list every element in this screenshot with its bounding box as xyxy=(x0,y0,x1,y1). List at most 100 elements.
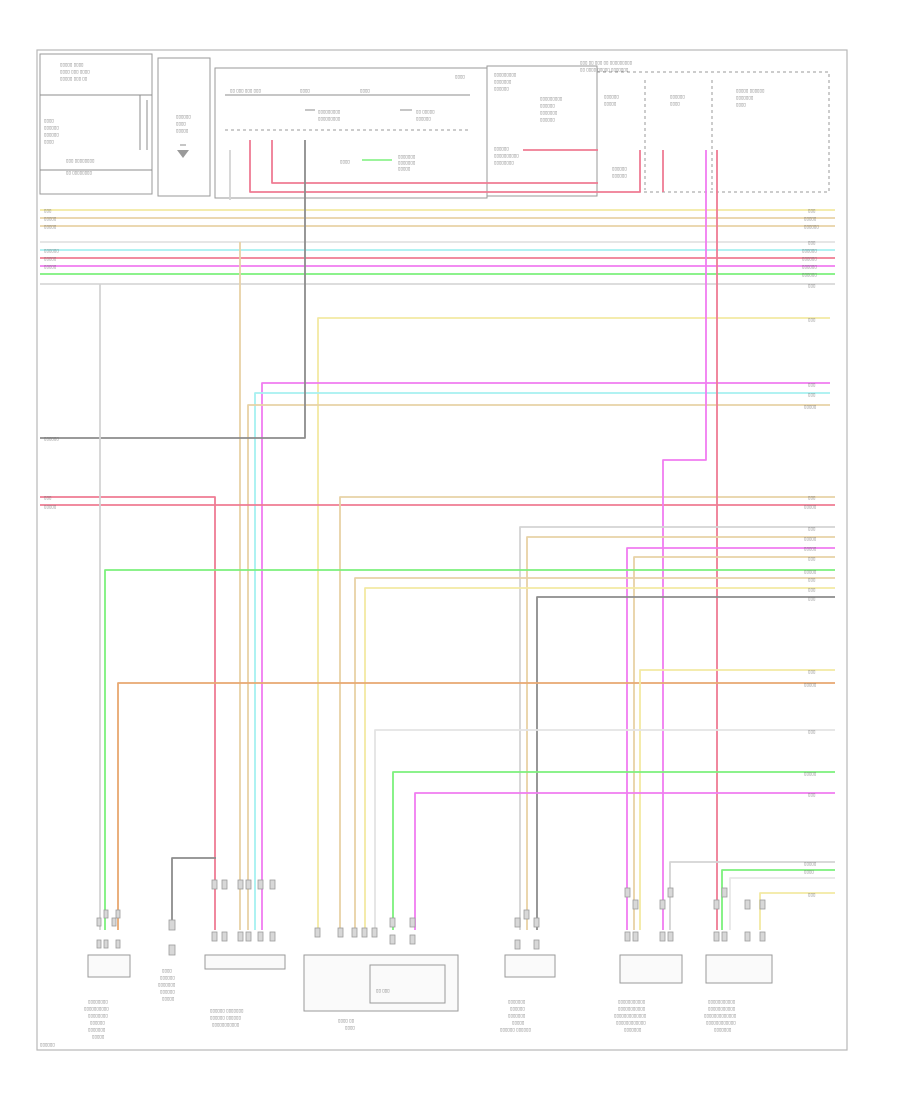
svg-text:▯▯▯▯▯▯▯▯▯▯▯▯: ▯▯▯▯▯▯▯▯▯▯▯▯ xyxy=(706,1020,736,1025)
svg-text:▯▯▯▯▯▯▯▯▯▯▯: ▯▯▯▯▯▯▯▯▯▯▯ xyxy=(618,999,646,1004)
svg-text:▯▯▯▯▯▯▯▯▯▯▯▯▯: ▯▯▯▯▯▯▯▯▯▯▯▯▯ xyxy=(614,1013,647,1018)
relay-box xyxy=(157,57,211,197)
svg-text:▯▯▯▯▯ ▯▯▯ ▯▯: ▯▯▯▯▯ ▯▯▯ ▯▯ xyxy=(60,76,88,81)
svg-text:▯▯▯▯: ▯▯▯▯ xyxy=(455,74,465,79)
svg-text:▯▯▯▯▯▯: ▯▯▯▯▯▯ xyxy=(494,86,509,91)
svg-text:▯▯▯▯▯▯ ▯▯▯▯▯▯▯: ▯▯▯▯▯▯ ▯▯▯▯▯▯▯ xyxy=(210,1008,244,1013)
svg-text:▯▯▯▯: ▯▯▯▯ xyxy=(804,869,814,874)
ground-point-component: ▯▯▯▯ ▯▯▯▯▯▯ ▯▯▯▯▯▯▯ ▯▯▯▯▯▯ ▯▯▯▯▯ xyxy=(158,919,176,1001)
svg-text:▯▯▯▯▯: ▯▯▯▯▯ xyxy=(44,504,57,509)
svg-text:▯▯ ▯▯▯▯▯▯▯▯: ▯▯ ▯▯▯▯▯▯▯▯ xyxy=(66,170,93,175)
svg-text:▯▯▯▯▯▯▯▯▯▯▯: ▯▯▯▯▯▯▯▯▯▯▯ xyxy=(618,1006,646,1011)
svg-text:▯▯▯▯▯: ▯▯▯▯▯ xyxy=(162,996,175,1001)
svg-text:▯▯▯▯▯▯: ▯▯▯▯▯▯ xyxy=(802,264,817,269)
svg-text:▯▯▯▯▯▯: ▯▯▯▯▯▯ xyxy=(670,94,685,99)
svg-text:▯▯▯▯▯: ▯▯▯▯▯ xyxy=(92,1034,105,1039)
svg-text:▯▯▯: ▯▯▯ xyxy=(44,495,52,500)
svg-text:▯▯▯▯▯▯▯: ▯▯▯▯▯▯▯ xyxy=(158,982,176,987)
svg-text:▯▯▯: ▯▯▯ xyxy=(808,792,816,797)
svg-text:▯▯▯▯▯▯: ▯▯▯▯▯▯ xyxy=(176,114,191,119)
svg-text:▯▯▯▯▯▯▯: ▯▯▯▯▯▯▯ xyxy=(494,79,512,84)
svg-text:▯▯▯▯▯▯: ▯▯▯▯▯▯ xyxy=(44,436,59,441)
svg-text:▯▯▯▯▯▯ ▯▯▯▯▯▯: ▯▯▯▯▯▯ ▯▯▯▯▯▯ xyxy=(210,1015,241,1020)
svg-text:▯▯▯▯▯▯: ▯▯▯▯▯▯ xyxy=(40,1042,55,1047)
svg-text:▯▯ ▯▯▯ ▯▯▯ ▯▯▯: ▯▯ ▯▯▯ ▯▯▯ ▯▯▯ xyxy=(230,88,262,93)
svg-text:▯▯▯: ▯▯▯ xyxy=(808,556,816,561)
svg-text:▯▯▯▯▯▯▯▯▯▯▯▯: ▯▯▯▯▯▯▯▯▯▯▯▯ xyxy=(616,1020,646,1025)
svg-text:▯▯▯▯▯▯▯▯▯▯▯: ▯▯▯▯▯▯▯▯▯▯▯ xyxy=(212,1022,240,1027)
svg-text:▯▯▯▯▯: ▯▯▯▯▯ xyxy=(44,216,57,221)
fuse-block-box xyxy=(39,53,153,195)
svg-text:▯▯▯▯▯▯▯: ▯▯▯▯▯▯▯ xyxy=(508,999,526,1004)
svg-text:▯▯▯▯▯▯▯▯▯▯▯: ▯▯▯▯▯▯▯▯▯▯▯ xyxy=(708,999,736,1004)
svg-text:▯▯▯: ▯▯▯ xyxy=(808,240,816,245)
svg-text:▯▯▯: ▯▯▯ xyxy=(808,495,816,500)
svg-text:▯▯▯▯▯: ▯▯▯▯▯ xyxy=(44,224,57,229)
svg-text:▯▯▯▯▯: ▯▯▯▯▯ xyxy=(176,128,189,133)
svg-text:▯▯▯▯▯: ▯▯▯▯▯ xyxy=(398,166,411,171)
wire-bus xyxy=(40,209,835,285)
svg-text:▯▯▯▯▯▯▯: ▯▯▯▯▯▯▯ xyxy=(714,1027,732,1032)
svg-text:▯▯▯▯: ▯▯▯▯ xyxy=(44,139,54,144)
svg-text:▯▯▯ ▯▯ ▯▯▯ ▯▯ ▯▯▯▯▯▯▯▯▯: ▯▯▯ ▯▯ ▯▯▯ ▯▯ ▯▯▯▯▯▯▯▯▯ xyxy=(580,60,633,65)
svg-text:▯▯▯: ▯▯▯ xyxy=(808,587,816,592)
svg-text:▯▯▯: ▯▯▯ xyxy=(44,208,52,213)
svg-text:▯▯▯▯▯▯▯▯: ▯▯▯▯▯▯▯▯ xyxy=(88,999,108,1004)
svg-text:▯▯▯▯▯▯▯: ▯▯▯▯▯▯▯ xyxy=(624,1027,642,1032)
svg-text:▯▯▯▯▯▯: ▯▯▯▯▯▯ xyxy=(802,272,817,277)
sensor-connector: ▯▯▯▯▯▯▯ ▯▯▯▯▯▯ ▯▯▯▯▯▯▯ ▯▯▯▯▯ ▯▯▯▯▯▯ ▯▯▯▯… xyxy=(500,909,556,1032)
svg-text:▯▯▯▯▯▯▯▯: ▯▯▯▯▯▯▯▯ xyxy=(88,1013,108,1018)
svg-text:▯▯▯▯▯▯: ▯▯▯▯▯▯ xyxy=(44,248,59,253)
svg-text:▯▯▯▯▯▯▯▯▯: ▯▯▯▯▯▯▯▯▯ xyxy=(318,116,341,121)
svg-text:▯▯▯▯▯▯: ▯▯▯▯▯▯ xyxy=(160,975,175,980)
routed-wires xyxy=(40,140,835,930)
svg-text:▯▯ ▯▯▯▯ ▯▯▯▯▯ ▯▯▯▯▯▯▯: ▯▯ ▯▯▯▯ ▯▯▯▯▯ ▯▯▯▯▯▯▯ xyxy=(580,67,629,72)
svg-text:▯▯▯▯▯: ▯▯▯▯▯ xyxy=(44,256,57,261)
svg-text:▯▯▯▯▯: ▯▯▯▯▯ xyxy=(804,569,817,574)
svg-text:▯▯▯▯▯▯▯▯▯▯▯▯▯: ▯▯▯▯▯▯▯▯▯▯▯▯▯ xyxy=(704,1013,737,1018)
svg-text:▯▯▯▯▯▯▯: ▯▯▯▯▯▯▯ xyxy=(540,110,558,115)
bottom-left-component-connector: ▯▯▯▯▯▯▯▯ ▯▯▯▯▯▯▯▯▯▯ ▯▯▯▯▯▯▯▯ ▯▯▯▯▯▯ ▯▯▯▯… xyxy=(84,909,131,1039)
svg-text:▯▯▯▯▯▯▯▯▯: ▯▯▯▯▯▯▯▯▯ xyxy=(540,96,563,101)
diagram-frame xyxy=(36,49,848,1051)
svg-text:▯▯▯▯: ▯▯▯▯ xyxy=(340,159,350,164)
svg-text:▯▯▯▯▯▯: ▯▯▯▯▯▯ xyxy=(510,1006,525,1011)
svg-text:▯▯▯▯▯▯: ▯▯▯▯▯▯ xyxy=(804,224,819,229)
svg-text:▯▯▯▯▯▯: ▯▯▯▯▯▯ xyxy=(802,248,817,253)
bottom-connectors: ▯▯▯▯▯▯▯▯ ▯▯▯▯▯▯▯▯▯▯ ▯▯▯▯▯▯▯▯ ▯▯▯▯▯▯ ▯▯▯▯… xyxy=(40,879,773,1047)
svg-text:▯▯▯▯▯: ▯▯▯▯▯ xyxy=(804,216,817,221)
svg-text:▯▯▯: ▯▯▯ xyxy=(808,208,816,213)
svg-text:▯▯▯▯▯▯▯▯▯▯▯: ▯▯▯▯▯▯▯▯▯▯▯ xyxy=(708,1006,736,1011)
svg-text:▯▯▯: ▯▯▯ xyxy=(808,382,816,387)
svg-text:▯▯▯▯▯: ▯▯▯▯▯ xyxy=(804,682,817,687)
svg-text:▯▯▯▯: ▯▯▯▯ xyxy=(345,1025,355,1030)
svg-text:▯▯▯: ▯▯▯ xyxy=(808,577,816,582)
svg-text:▯▯▯▯: ▯▯▯▯ xyxy=(300,88,310,93)
svg-text:▯▯▯▯▯: ▯▯▯▯▯ xyxy=(804,536,817,541)
svg-text:▯▯▯: ▯▯▯ xyxy=(808,669,816,674)
svg-text:▯▯▯▯: ▯▯▯▯ xyxy=(44,118,54,123)
svg-text:▯▯▯▯▯▯: ▯▯▯▯▯▯ xyxy=(612,173,627,178)
svg-text:▯▯ ▯▯▯: ▯▯ ▯▯▯ xyxy=(376,988,390,993)
svg-text:▯▯▯▯▯: ▯▯▯▯▯ xyxy=(604,101,617,106)
svg-text:▯▯▯▯▯▯: ▯▯▯▯▯▯ xyxy=(90,1020,105,1025)
svg-text:▯▯▯▯▯▯: ▯▯▯▯▯▯ xyxy=(540,117,555,122)
svg-text:▯▯▯▯▯ ▯▯▯▯▯▯: ▯▯▯▯▯ ▯▯▯▯▯▯ xyxy=(736,88,765,93)
right-module-connector-a: ▯▯▯▯▯▯▯▯▯▯▯ ▯▯▯▯▯▯▯▯▯▯▯ ▯▯▯▯▯▯▯▯▯▯▯▯▯ ▯▯… xyxy=(614,887,683,1032)
svg-text:▯▯▯▯▯▯▯: ▯▯▯▯▯▯▯ xyxy=(398,154,416,159)
svg-text:▯▯▯▯▯▯: ▯▯▯▯▯▯ xyxy=(44,132,59,137)
svg-text:▯▯▯▯: ▯▯▯▯ xyxy=(162,968,172,973)
large-module-connector: ▯▯ ▯▯▯ ▯▯▯▯ ▯▯ ▯▯▯▯ xyxy=(303,917,459,1030)
svg-text:▯▯▯▯▯▯▯: ▯▯▯▯▯▯▯ xyxy=(736,95,754,100)
svg-text:▯▯▯▯▯▯: ▯▯▯▯▯▯ xyxy=(160,989,175,994)
svg-text:▯▯▯▯▯▯: ▯▯▯▯▯▯ xyxy=(494,146,509,151)
svg-text:▯▯▯▯▯: ▯▯▯▯▯ xyxy=(804,861,817,866)
top-module-region: ▯▯▯▯▯ ▯▯▯▯ ▯▯▯▯ ▯▯▯ ▯▯▯▯ ▯▯▯▯▯ ▯▯▯ ▯▯ ▯▯… xyxy=(39,53,830,199)
svg-text:▯▯▯▯▯: ▯▯▯▯▯ xyxy=(804,771,817,776)
svg-text:▯▯▯▯ ▯▯▯ ▯▯▯▯: ▯▯▯▯ ▯▯▯ ▯▯▯▯ xyxy=(60,69,90,74)
right-wire-tags: ▯▯▯ ▯▯▯▯▯ ▯▯▯▯▯▯ ▯▯▯ ▯▯▯▯▯▯ ▯▯▯▯▯▯ ▯▯▯▯▯… xyxy=(44,208,819,897)
svg-text:▯▯▯▯: ▯▯▯▯ xyxy=(670,101,680,106)
svg-text:▯▯▯ ▯▯▯▯▯▯▯▯: ▯▯▯ ▯▯▯▯▯▯▯▯ xyxy=(66,158,95,163)
svg-text:▯▯▯▯▯: ▯▯▯▯▯ xyxy=(804,504,817,509)
